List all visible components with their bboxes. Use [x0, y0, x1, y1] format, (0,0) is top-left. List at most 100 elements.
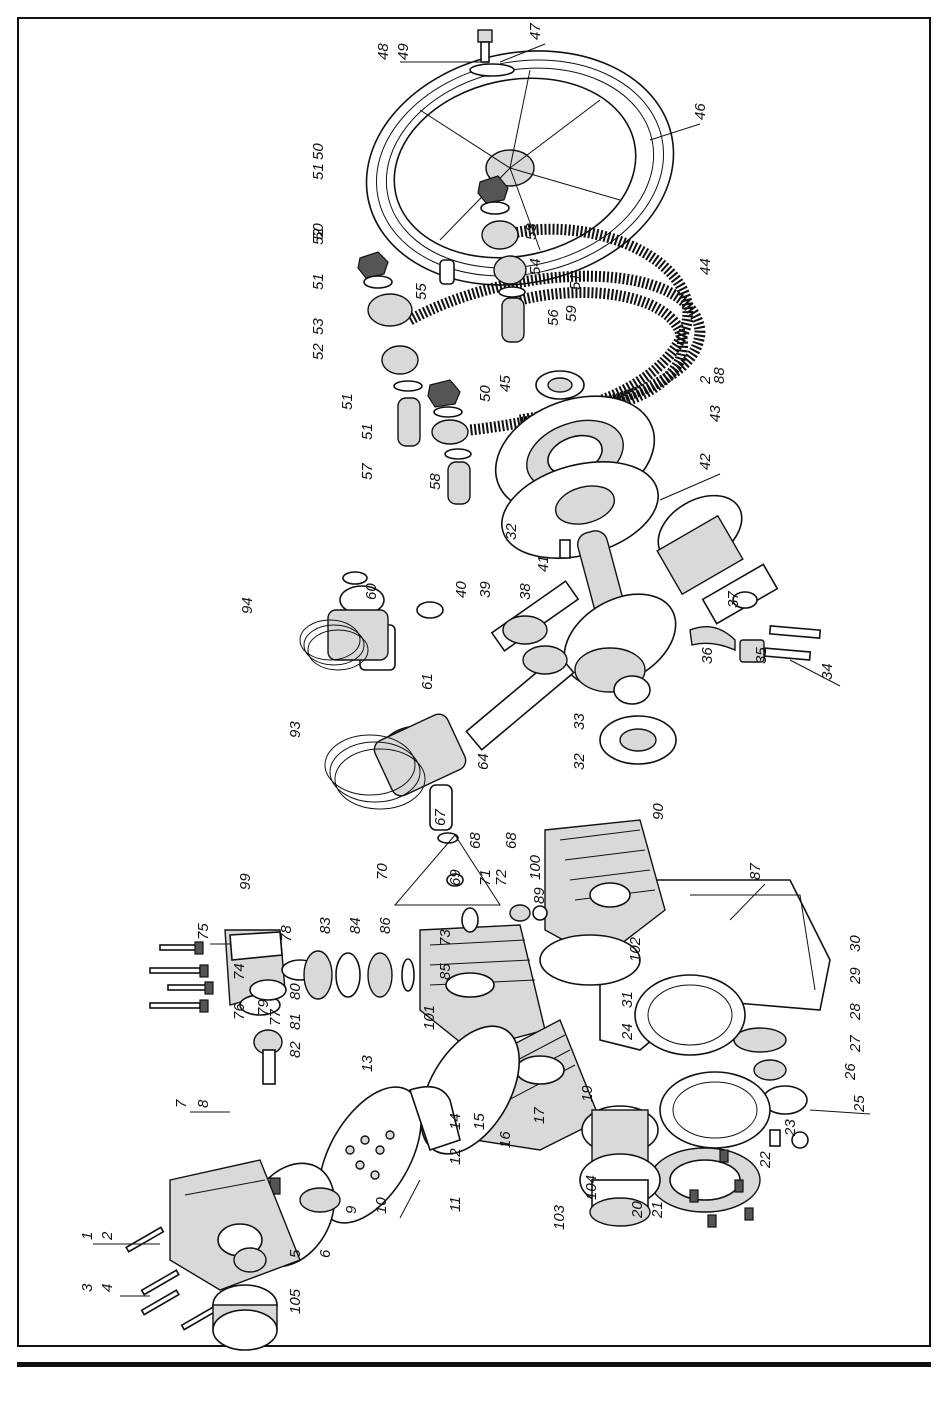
leader-line: [499, 43, 546, 63]
part-label-32: 32: [503, 523, 520, 540]
leader-line: [809, 1109, 871, 1115]
part-label-105: 105: [287, 1288, 304, 1314]
part-label-51: 51: [567, 273, 584, 290]
part-label-8: 8: [195, 1099, 212, 1108]
part-label-40: 40: [453, 581, 470, 598]
part-label-51: 51: [310, 273, 327, 290]
part-label-30: 30: [847, 935, 864, 952]
part-label-53: 53: [310, 318, 327, 335]
air-filter: [579, 1105, 661, 1227]
part-label-48: 48: [375, 43, 392, 60]
part-label-70: 70: [374, 863, 391, 880]
part-label-21: 21: [649, 1201, 666, 1219]
part-label-44: 44: [697, 258, 714, 275]
part-label-69: 69: [447, 869, 464, 886]
part-label-74: 74: [231, 963, 248, 980]
part-label-4: 4: [99, 1284, 116, 1292]
cylinder-head-lower: [169, 1159, 301, 1291]
valve-plate: [318, 1085, 461, 1224]
hose-fittings: [357, 175, 527, 505]
part-label-46: 46: [692, 103, 709, 120]
part-label-23: 23: [782, 1119, 799, 1137]
crankcase-cover: [494, 370, 659, 559]
pulley-bolt: [469, 29, 515, 77]
part-label-102: 102: [627, 936, 644, 962]
part-label-5: 5: [287, 1249, 304, 1258]
part-label-43: 43: [707, 405, 724, 422]
leader-line: [789, 659, 841, 687]
part-label-90: 90: [650, 803, 667, 820]
part-label-82: 82: [287, 1041, 304, 1058]
part-label-13: 13: [359, 1055, 376, 1072]
part-label-33: 33: [571, 713, 588, 730]
part-label-85: 85: [437, 963, 454, 980]
part-label-53: 53: [523, 223, 540, 240]
leader-line: [729, 883, 766, 921]
part-label-51: 51: [359, 423, 376, 440]
part-label-35: 35: [753, 647, 770, 664]
part-label-11: 11: [447, 1196, 464, 1212]
part-label-39: 39: [477, 581, 494, 598]
part-label-45: 45: [497, 375, 514, 392]
leader-lines: [93, 43, 871, 1297]
head-bolts-75: [149, 941, 214, 1013]
piston-assembly-right: [656, 494, 822, 663]
part-label-7: 7: [173, 1099, 190, 1108]
silencer: [212, 1284, 278, 1351]
part-label-34: 34: [819, 663, 836, 680]
part-label-15: 15: [471, 1113, 488, 1130]
part-label-67: 67: [432, 809, 449, 826]
part-label-93: 93: [287, 721, 304, 738]
part-label-27: 27: [847, 1035, 864, 1053]
part-label-86: 86: [377, 917, 394, 934]
part-label-52: 52: [310, 343, 327, 360]
part-label-101: 101: [421, 1005, 438, 1030]
part-label-75: 75: [195, 923, 212, 940]
flywheel-pulley: [365, 50, 675, 286]
part-label-52: 52: [310, 228, 327, 245]
part-label-100: 100: [527, 854, 544, 880]
part-label-42: 42: [697, 453, 714, 470]
part-label-51: 51: [339, 393, 356, 410]
part-label-76: 76: [231, 1003, 248, 1020]
part-label-56: 56: [545, 309, 562, 326]
part-label-72: 72: [493, 869, 510, 886]
part-label-24: 24: [619, 1023, 636, 1041]
part-label-36: 36: [699, 647, 716, 664]
part-label-2: 2: [697, 375, 714, 385]
part-label-99: 99: [237, 873, 254, 890]
cover-bolts: [689, 1149, 754, 1228]
part-label-88: 88: [711, 367, 728, 384]
part-label-94: 94: [239, 597, 256, 614]
part-label-61: 61: [419, 673, 436, 690]
part-label-20: 20: [629, 1201, 646, 1219]
part-label-77: 77: [267, 1009, 284, 1026]
part-label-84: 84: [347, 917, 364, 934]
part-label-55: 55: [413, 283, 430, 300]
part-label-54: 54: [527, 258, 544, 275]
part-label-16: 16: [497, 1131, 514, 1148]
leader-line: [649, 123, 701, 141]
piston-assembly-left: [299, 571, 580, 844]
part-label-25: 25: [851, 1095, 868, 1113]
crankshaft: [559, 530, 677, 765]
part-label-3: 3: [79, 1283, 96, 1292]
part-label-103: 103: [551, 1204, 568, 1230]
leader-line: [399, 1179, 421, 1219]
cylinder-head-upper: [224, 907, 479, 1085]
part-label-71: 71: [477, 869, 494, 886]
part-label-51: 51: [310, 163, 327, 180]
footer-rule: [17, 1362, 931, 1367]
part-label-28: 28: [847, 1003, 864, 1021]
leader-line: [659, 473, 721, 501]
part-label-104: 104: [583, 1175, 600, 1200]
part-label-50: 50: [310, 223, 327, 240]
part-label-68: 68: [467, 832, 484, 849]
part-label-2: 2: [99, 1231, 116, 1241]
part-label-83: 83: [317, 917, 334, 934]
part-label-78: 78: [278, 925, 295, 942]
part-label-47: 47: [527, 23, 544, 40]
part-label-1: 1: [79, 1232, 96, 1240]
